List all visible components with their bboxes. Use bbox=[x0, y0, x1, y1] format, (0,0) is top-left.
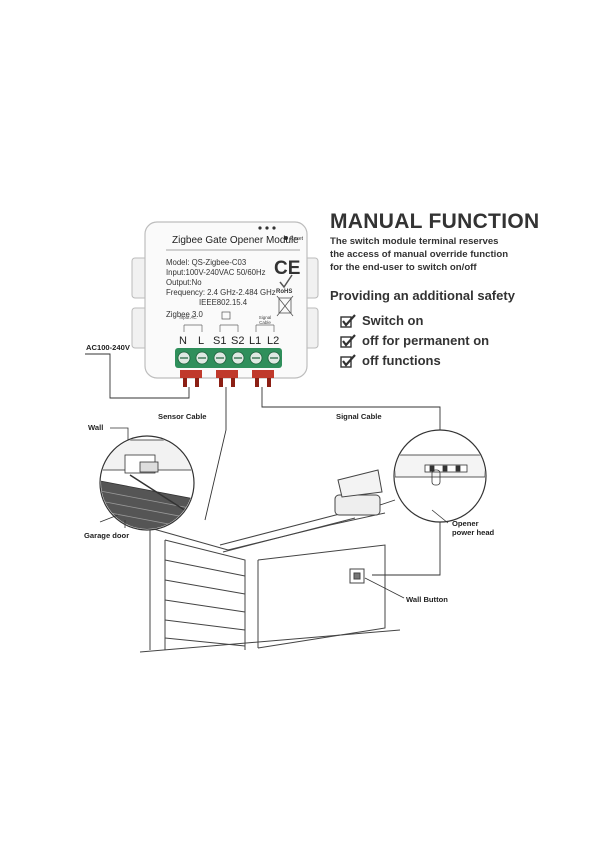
terminal-l1: L1 bbox=[249, 335, 262, 347]
garage-door-label: Garage door bbox=[84, 531, 130, 540]
sensor-cable-label: Sensor Cable bbox=[158, 412, 207, 421]
terminal-l: L bbox=[198, 335, 205, 347]
spec-frequency: Frequency: 2.4 GHz-2.484 GHz bbox=[166, 288, 276, 297]
weee-bin-icon bbox=[276, 295, 294, 317]
opener-label: Opener bbox=[452, 519, 479, 528]
manual-function-title: MANUAL FUNCTION bbox=[330, 210, 540, 233]
rohs-mark: RoHS bbox=[276, 289, 293, 295]
wall-sensor-zoom bbox=[99, 435, 195, 531]
terminal-l2: L2 bbox=[267, 335, 280, 347]
garage-scene bbox=[139, 469, 401, 653]
spec-zigbee: Zigbee 3.0 bbox=[166, 310, 203, 319]
wall-label: Wall bbox=[88, 423, 104, 432]
checkbox-check-icon bbox=[340, 313, 356, 328]
spec-ieee: IEEE802.15.4 bbox=[199, 298, 248, 307]
spec-input: Input:100V-240VAC 50/60Hz bbox=[166, 268, 266, 277]
reset-label: Reset bbox=[290, 236, 304, 242]
feature-switch-on: Switch on bbox=[340, 313, 423, 328]
checkbox-check-icon bbox=[340, 353, 356, 368]
description-line-2: the access of manual override function bbox=[330, 249, 509, 260]
spec-output: Output:No bbox=[166, 278, 202, 287]
opener-head-zoom bbox=[393, 429, 487, 523]
signal-cable-label: Signal Cable bbox=[336, 412, 382, 421]
ac-voltage-label: AC100-240V bbox=[86, 343, 130, 352]
gate-opener-module bbox=[131, 221, 319, 387]
terminal-s2: S2 bbox=[231, 335, 245, 347]
checkbox-check-icon bbox=[340, 333, 356, 348]
signal-cable-group-label: Signal Cable bbox=[258, 315, 272, 325]
description-line-1: The switch module terminal reserves bbox=[330, 236, 499, 247]
ce-mark: CE bbox=[274, 258, 301, 279]
terminal-block bbox=[175, 348, 282, 368]
terminal-s1: S1 bbox=[213, 335, 227, 347]
description-line-3: for the end-user to switch on/off bbox=[330, 262, 477, 273]
safety-heading: Providing an additional safety bbox=[330, 288, 515, 303]
check-mark-icon bbox=[279, 274, 293, 289]
terminal-n: N bbox=[179, 335, 187, 347]
spec-model: Model: QS-Zigbee-C03 bbox=[166, 258, 247, 267]
reset-button[interactable] bbox=[284, 236, 288, 240]
module-title: Zigbee Gate Opener Module bbox=[172, 235, 299, 246]
wall-button-label: Wall Button bbox=[406, 595, 448, 604]
feature-permanent-on: off for permanent on bbox=[340, 333, 489, 348]
power-head-label: power head bbox=[452, 528, 495, 537]
fuse-icon bbox=[221, 311, 231, 320]
input-ac-label: Input AC bbox=[179, 315, 197, 320]
feature-off-functions: off functions bbox=[340, 353, 441, 368]
